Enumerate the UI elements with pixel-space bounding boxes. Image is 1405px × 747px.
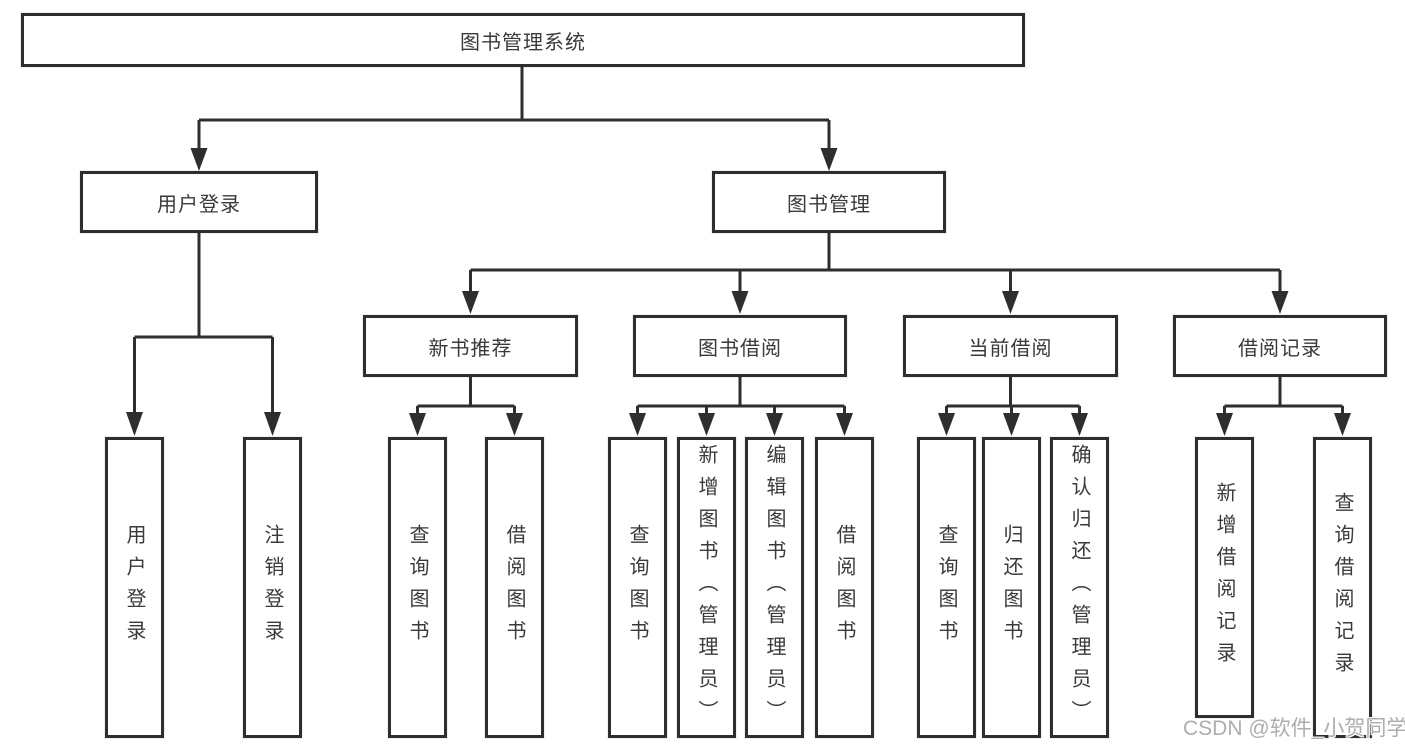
leaf-add-borrow-record: 新增借阅记录 <box>1195 437 1254 718</box>
node-label: 借阅记录 <box>1238 337 1322 360</box>
arrow-down-icon <box>1002 291 1019 314</box>
arrow-down-icon <box>1216 413 1233 436</box>
arrow-down-icon <box>1071 413 1088 436</box>
arrow-down-icon <box>409 413 426 436</box>
leaf-query-books-borrowing: 查询图书 <box>608 437 667 738</box>
node-label: 用户登录 <box>157 193 241 216</box>
leaf-query-books-recommend: 查询图书 <box>388 437 447 738</box>
node-new-book-recommendation: 新书推荐 <box>363 315 578 377</box>
arrow-down-icon <box>1003 413 1020 436</box>
arrow-down-icon <box>820 148 838 171</box>
arrow-down-icon <box>1334 413 1351 436</box>
arrow-down-icon <box>506 413 523 436</box>
arrow-down-icon <box>766 413 783 436</box>
leaf-label: 确认归还（管理员） <box>1068 443 1090 732</box>
arrow-down-icon <box>731 291 749 314</box>
arrow-down-icon <box>938 413 955 436</box>
leaf-label: 查询借阅记录 <box>1331 491 1353 684</box>
node-book-management: 图书管理 <box>712 171 946 233</box>
node-borrowing-records: 借阅记录 <box>1173 315 1387 377</box>
arrow-down-icon <box>629 413 646 436</box>
arrow-down-icon <box>126 412 143 436</box>
arrow-down-icon <box>264 412 281 436</box>
node-label: 图书管理 <box>787 193 871 216</box>
arrow-down-icon <box>462 291 479 314</box>
leaf-label: 借阅图书 <box>503 523 525 652</box>
arrow-down-icon <box>190 148 208 171</box>
leaf-confirm-return-admin: 确认归还（管理员） <box>1050 437 1109 738</box>
arrow-down-icon <box>1271 291 1289 314</box>
node-label: 当前借阅 <box>968 337 1053 360</box>
leaf-label: 编辑图书（管理员） <box>763 443 785 732</box>
leaf-borrow-books-borrowing: 借阅图书 <box>815 437 874 738</box>
leaf-user-login: 用户登录 <box>105 437 164 738</box>
leaf-query-books-current: 查询图书 <box>917 437 976 738</box>
leaf-label: 新增图书（管理员） <box>695 443 717 732</box>
leaf-label: 注销登录 <box>261 523 283 652</box>
leaf-logout: 注销登录 <box>243 437 302 738</box>
leaf-query-borrow-record: 查询借阅记录 <box>1313 437 1372 738</box>
leaf-label: 查询图书 <box>935 523 957 652</box>
leaf-label: 归还图书 <box>1000 523 1022 652</box>
node-label: 图书借阅 <box>698 337 782 360</box>
node-book-borrowing: 图书借阅 <box>633 315 847 377</box>
leaf-add-books-admin: 新增图书（管理员） <box>677 437 736 738</box>
node-label: 图书管理系统 <box>460 31 586 54</box>
arrow-down-icon <box>698 413 715 436</box>
leaf-label: 借阅图书 <box>833 523 855 652</box>
leaf-borrow-books-recommend: 借阅图书 <box>485 437 544 738</box>
leaf-label: 查询图书 <box>626 523 648 652</box>
connector-path <box>133 67 1344 414</box>
leaf-return-books: 归还图书 <box>982 437 1041 738</box>
csdn-watermark: CSDN @软件_小贺同学 <box>1183 717 1405 740</box>
arrow-down-icon <box>836 413 853 436</box>
node-current-borrowing: 当前借阅 <box>903 315 1118 377</box>
leaf-label: 新增借阅记录 <box>1213 481 1235 674</box>
arrowheads-group <box>126 148 1351 436</box>
leaf-label: 用户登录 <box>123 523 145 652</box>
node-library-management-system: 图书管理系统 <box>21 13 1025 67</box>
leaf-label: 查询图书 <box>406 523 428 652</box>
leaf-edit-books-admin: 编辑图书（管理员） <box>745 437 804 738</box>
node-label: 新书推荐 <box>428 337 513 360</box>
node-user-login: 用户登录 <box>80 171 318 233</box>
